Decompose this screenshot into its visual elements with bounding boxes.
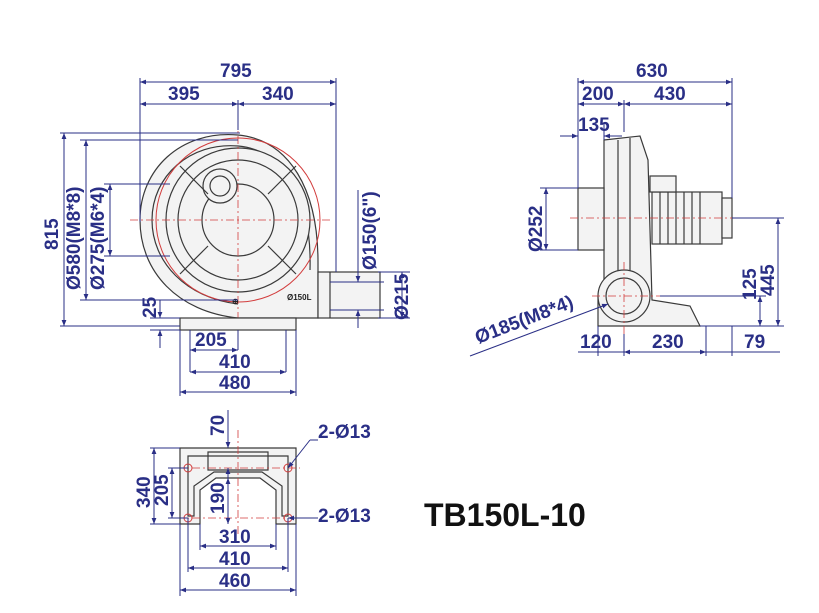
- dim-front-205: 205: [195, 330, 227, 351]
- dim-front-480: 480: [219, 373, 251, 394]
- side-view: 630 200 430 135 Ø252 Ø185(M8*4) 125 445 …: [469, 61, 784, 357]
- base-plate: [179, 447, 297, 525]
- dim-side-120: 120: [580, 332, 612, 353]
- rotation-mark: ⊕: [232, 297, 239, 306]
- dim-front-215: Ø215: [392, 273, 413, 320]
- dim-front-25: 25: [140, 296, 161, 318]
- dim-side-200: 200: [582, 84, 614, 105]
- motor-boss: [202, 168, 238, 204]
- dim-front-275: Ø275(M6*4): [88, 187, 109, 291]
- dim-base-190: 190: [208, 482, 229, 514]
- dim-side-79: 79: [744, 332, 765, 353]
- dim-front-795: 795: [220, 61, 252, 82]
- dim-base-310: 310: [219, 527, 251, 548]
- dim-base-410: 410: [219, 549, 251, 570]
- dim-front-150: Ø150(6"): [360, 191, 381, 270]
- dim-side-125: 125: [740, 268, 761, 300]
- nameplate-label: Ø150L: [287, 293, 312, 302]
- base-view: 70 340 205 190 2-Ø13 2-Ø13 310 410 460: [134, 410, 371, 596]
- front-base: [179, 317, 297, 331]
- dim-side-230: 230: [652, 332, 684, 353]
- dim-base-205: 205: [152, 474, 173, 506]
- dim-side-430: 430: [654, 84, 686, 105]
- dim-side-185: Ø185(M8*4): [472, 292, 576, 349]
- dim-base-340: 340: [134, 476, 155, 508]
- dim-front-580: Ø580(M8*8): [64, 187, 85, 291]
- outlet-flange: [317, 271, 381, 319]
- dim-side-135: 135: [578, 115, 610, 136]
- dim-side-445: 445: [758, 264, 779, 296]
- dim-front-340: 340: [262, 84, 294, 105]
- dim-base-460: 460: [219, 571, 251, 592]
- model-title: TB150L-10: [424, 497, 586, 533]
- inlet-stub: [577, 187, 605, 251]
- terminal-box: [649, 175, 677, 193]
- hole-label-bottom: 2-Ø13: [318, 506, 371, 527]
- dim-base-70: 70: [208, 415, 229, 436]
- dim-front-410: 410: [219, 352, 251, 373]
- dim-front-815: 815: [42, 218, 63, 250]
- dim-side-630: 630: [636, 61, 668, 82]
- dim-front-395: 395: [168, 84, 200, 105]
- front-view: Ø150L ⊕ 795 395 340 815 Ø580(M8*8) Ø275(…: [42, 61, 413, 396]
- dim-side-252: Ø252: [526, 206, 547, 252]
- hole-label-top: 2-Ø13: [318, 422, 371, 443]
